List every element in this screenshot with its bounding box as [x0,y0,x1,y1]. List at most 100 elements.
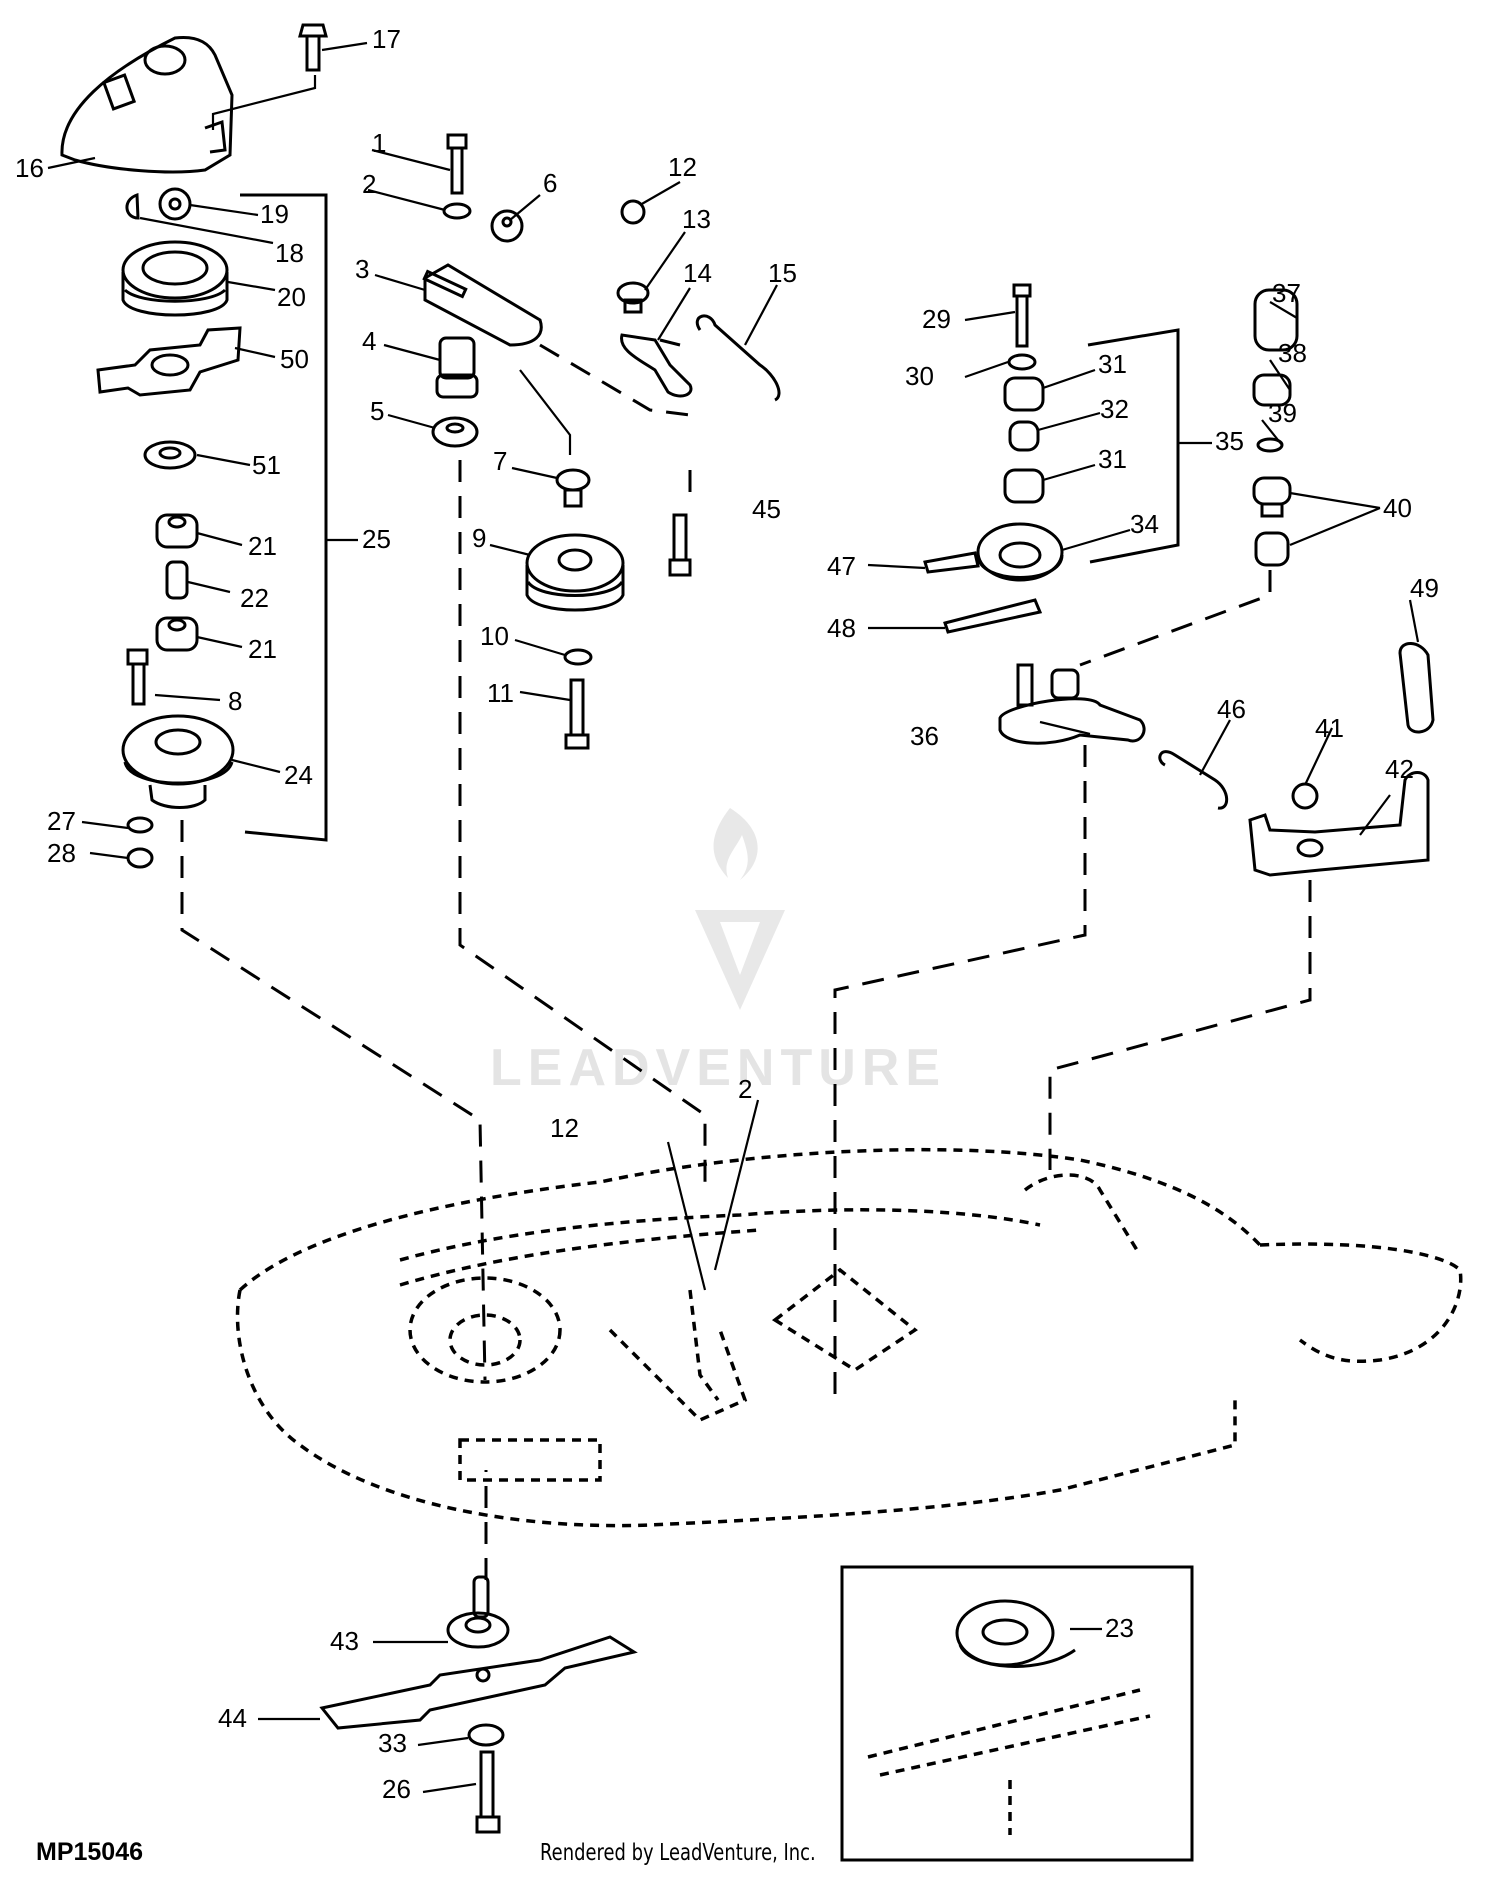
part-29-bolt[interactable] [1012,283,1032,348]
callout-1[interactable]: 1 [372,128,386,158]
callout-46[interactable]: 46 [1217,694,1246,724]
part-9-idler-pulley[interactable] [525,533,625,612]
part-37-cap[interactable] [1253,288,1299,352]
callout-16[interactable]: 16 [15,153,44,183]
part-1-bolt[interactable] [446,133,468,195]
callout-12-deck[interactable]: 12 [550,1113,579,1143]
callout-2[interactable]: 2 [362,169,376,199]
part-13-bushing[interactable] [616,281,650,314]
callout-26[interactable]: 26 [382,1774,411,1804]
part-31-bearing-upper[interactable] [1003,376,1045,412]
callout-38[interactable]: 38 [1278,338,1307,368]
part-51-washer[interactable] [143,440,197,470]
part-41-nut[interactable] [1291,782,1319,810]
callout-7[interactable]: 7 [493,446,507,476]
callout-41[interactable]: 41 [1315,713,1344,743]
callout-24[interactable]: 24 [284,760,313,790]
callout-2-deck[interactable]: 2 [738,1074,752,1104]
part-40-bushing-upper[interactable] [1252,476,1292,518]
part-26-bolt[interactable] [475,1750,501,1834]
part-48-spring[interactable] [943,598,1043,634]
callout-28[interactable]: 28 [47,838,76,868]
part-45-bolt[interactable] [668,513,692,577]
part-40-bushing-lower[interactable] [1254,531,1290,567]
callout-37[interactable]: 37 [1272,278,1301,308]
callout-9[interactable]: 9 [472,523,486,553]
part-21-bearing-upper[interactable] [155,513,199,549]
part-36-idler-bracket[interactable] [998,663,1146,745]
part-33-washer[interactable] [467,1723,505,1747]
part-50-belt-guide[interactable] [96,326,242,397]
part-46-spring[interactable] [1158,750,1229,810]
part-32-spacer[interactable] [1008,420,1040,452]
callout-5[interactable]: 5 [370,396,384,426]
callout-42[interactable]: 42 [1385,754,1414,784]
callout-17[interactable]: 17 [372,24,401,54]
part-7-bushing[interactable] [555,468,591,508]
part-31-bearing-lower[interactable] [1003,468,1045,504]
part-11-bolt[interactable] [564,678,590,750]
callout-39[interactable]: 39 [1268,398,1297,428]
callout-34[interactable]: 34 [1130,509,1159,539]
callout-18[interactable]: 18 [275,238,304,268]
callout-23[interactable]: 23 [1105,1613,1134,1643]
callout-30[interactable]: 30 [905,361,934,391]
part-17-bolt[interactable] [298,23,328,72]
callout-31-upper[interactable]: 31 [1098,349,1127,379]
callout-11[interactable]: 11 [487,678,514,708]
callout-22[interactable]: 22 [240,583,269,613]
part-5-spacer[interactable] [431,416,479,448]
callout-21-upper[interactable]: 21 [248,531,277,561]
callout-51[interactable]: 51 [252,450,281,480]
part-10-washer[interactable] [563,648,593,666]
callout-32[interactable]: 32 [1100,394,1129,424]
callout-27[interactable]: 27 [47,806,76,836]
part-49-handle-grip[interactable] [1398,642,1435,734]
callout-33[interactable]: 33 [378,1728,407,1758]
callout-14[interactable]: 14 [683,258,712,288]
part-42-lift-lever[interactable] [1248,771,1430,877]
part-18-key[interactable] [125,192,140,220]
part-12-nut[interactable] [620,199,646,225]
callout-12[interactable]: 12 [668,152,697,182]
callout-49[interactable]: 49 [1410,573,1439,603]
part-43-blade-spindle[interactable] [446,1575,510,1649]
callout-25[interactable]: 25 [362,524,391,554]
part-27-lock-washer[interactable] [126,816,154,834]
callout-40[interactable]: 40 [1383,493,1412,523]
part-34-idler-pulley[interactable] [976,522,1064,582]
callout-35[interactable]: 35 [1215,426,1244,456]
callout-13[interactable]: 13 [682,204,711,234]
part-23-spindle-housing-alt[interactable] [955,1599,1076,1668]
part-24-spindle-housing[interactable] [121,714,235,809]
part-8-bolt[interactable] [126,648,149,706]
callout-45[interactable]: 45 [752,494,781,524]
callout-29[interactable]: 29 [922,304,951,334]
part-30-washer[interactable] [1007,353,1037,371]
callout-36[interactable]: 36 [910,721,939,751]
part-19-nut[interactable] [158,187,192,221]
callout-6[interactable]: 6 [543,168,557,198]
callout-8[interactable]: 8 [228,686,242,716]
callout-15[interactable]: 15 [768,258,797,288]
part-44-mower-blade[interactable] [319,1635,638,1730]
part-22-spacer[interactable] [165,560,189,600]
part-15-spring[interactable] [695,314,781,402]
part-2-washer[interactable] [442,202,472,220]
callout-4[interactable]: 4 [362,326,376,356]
callout-3[interactable]: 3 [355,254,369,284]
part-47-pin[interactable] [923,551,980,574]
part-3-idler-arm[interactable] [422,263,543,347]
callout-48[interactable]: 48 [827,613,856,643]
part-20-pulley[interactable] [121,240,229,317]
callout-44[interactable]: 44 [218,1703,247,1733]
callout-50[interactable]: 50 [280,344,309,374]
callout-43[interactable]: 43 [330,1626,359,1656]
callout-21-lower[interactable]: 21 [248,634,277,664]
callout-31-lower[interactable]: 31 [1098,444,1127,474]
part-6-nut[interactable] [490,209,524,243]
callout-10[interactable]: 10 [480,621,509,651]
part-16-pulley-cover[interactable] [60,35,234,174]
part-28-nut[interactable] [126,847,154,869]
callout-20[interactable]: 20 [277,282,306,312]
